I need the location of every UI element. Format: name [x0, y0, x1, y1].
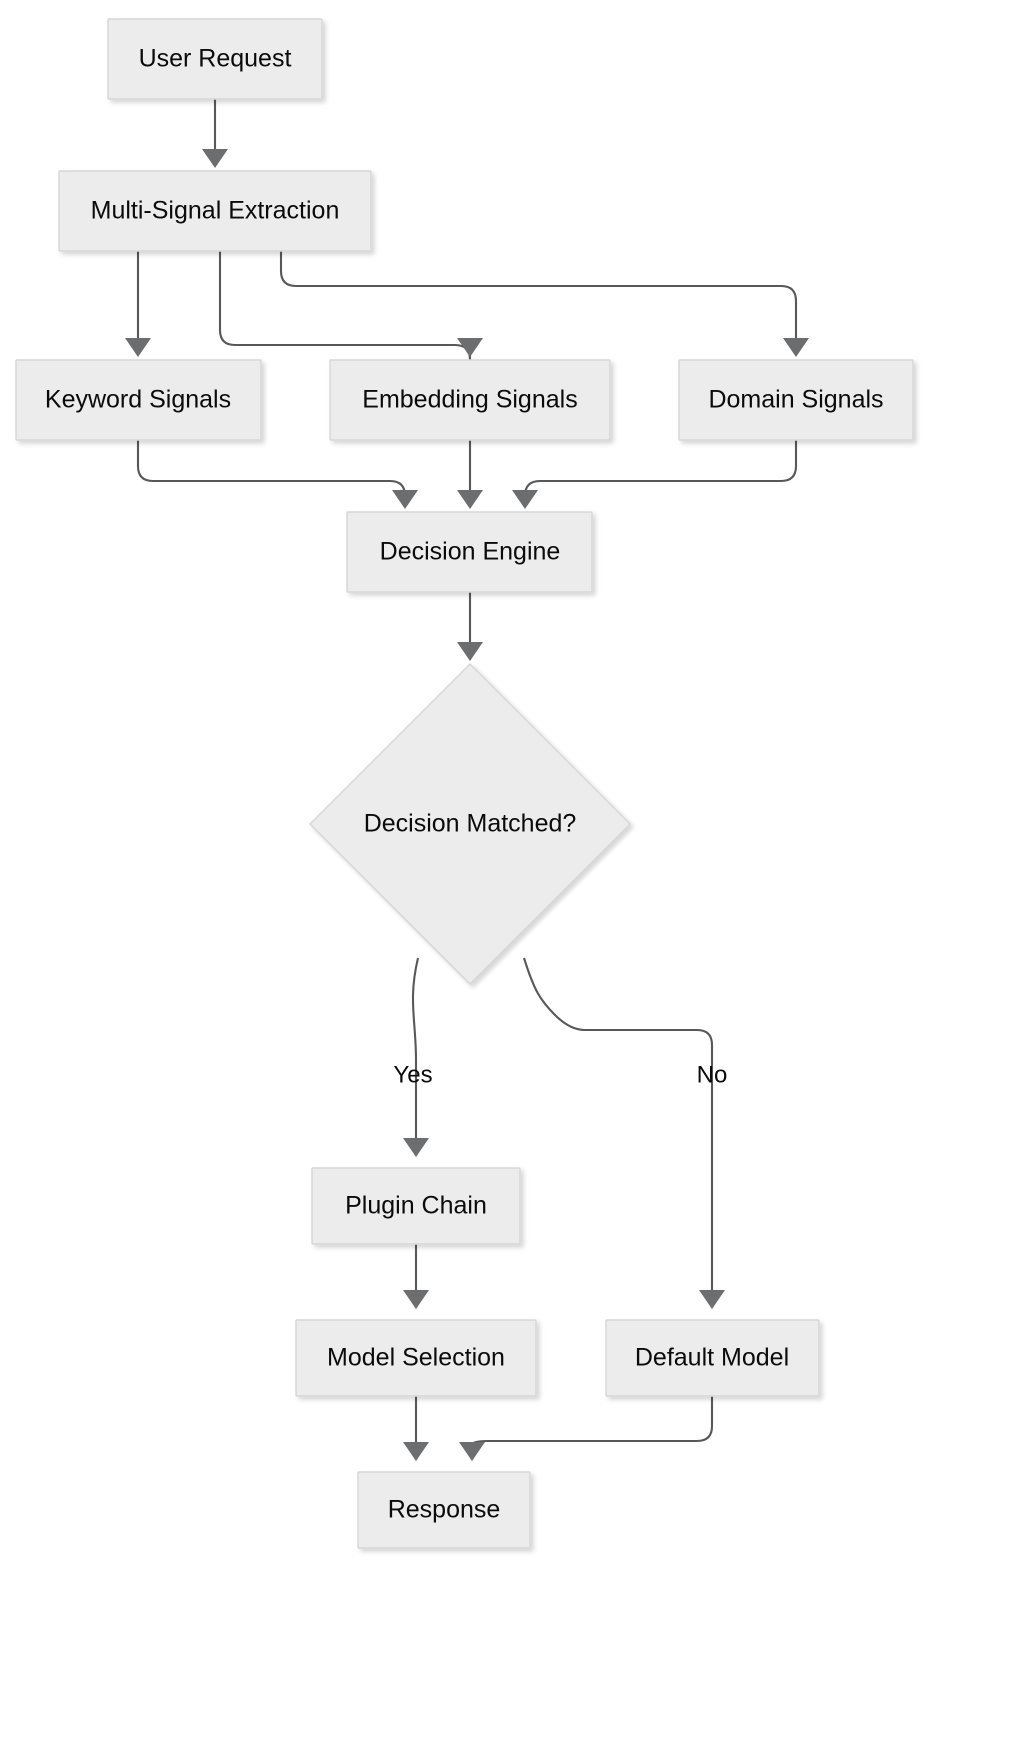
- node-rect[interactable]: [58, 170, 372, 252]
- node-rect[interactable]: [311, 1167, 521, 1245]
- edge-arrowhead: [403, 1290, 429, 1309]
- flow-edge: [403, 957, 429, 1157]
- flow-edge: [279, 251, 809, 357]
- node-rect[interactable]: [346, 511, 593, 593]
- node-rect[interactable]: [295, 1319, 537, 1397]
- edge-label-yes: Yes: [393, 1061, 432, 1088]
- edge-line: [470, 1396, 714, 1446]
- edge-arrowhead: [783, 338, 809, 357]
- edge-line: [522, 957, 714, 1293]
- flow-edge: [512, 440, 798, 509]
- node-diamond[interactable]: [309, 663, 631, 985]
- flow-edge: [202, 99, 228, 168]
- edge-arrowhead: [125, 338, 151, 357]
- flow-node-decision-engine[interactable]: Decision Engine: [346, 511, 593, 593]
- edge-line: [279, 251, 798, 341]
- flow-node-keyword-signals[interactable]: Keyword Signals: [15, 359, 262, 441]
- flow-node-domain-signals[interactable]: Domain Signals: [678, 359, 914, 441]
- edge-arrowhead: [457, 338, 483, 357]
- edge-line: [523, 440, 798, 498]
- flow-node-decision-matched[interactable]: Decision Matched?: [309, 663, 631, 985]
- flow-node-model-selection[interactable]: Model Selection: [295, 1319, 537, 1397]
- edge-arrowhead: [403, 1442, 429, 1461]
- edge-line: [218, 251, 472, 362]
- edges-layer: [125, 99, 809, 1461]
- node-rect[interactable]: [329, 359, 611, 441]
- flow-edge: [403, 1396, 429, 1461]
- edge-arrowhead: [512, 490, 538, 509]
- flow-node-plugin-chain[interactable]: Plugin Chain: [311, 1167, 521, 1245]
- node-rect[interactable]: [678, 359, 914, 441]
- flow-edge: [403, 1244, 429, 1309]
- edge-arrowhead: [392, 490, 418, 509]
- flow-edge: [218, 251, 483, 362]
- node-rect[interactable]: [357, 1471, 531, 1549]
- edge-arrowhead: [457, 490, 483, 509]
- flow-node-embedding-signals[interactable]: Embedding Signals: [329, 359, 611, 441]
- node-rect[interactable]: [107, 18, 323, 100]
- flow-edge: [457, 592, 483, 661]
- node-rect[interactable]: [15, 359, 262, 441]
- flow-edge: [457, 440, 483, 509]
- edge-arrowhead: [457, 642, 483, 661]
- flow-node-response[interactable]: Response: [357, 1471, 531, 1549]
- flow-edge: [522, 957, 725, 1309]
- edge-arrowhead: [202, 149, 228, 168]
- edge-arrowhead: [403, 1138, 429, 1157]
- flow-node-default-model[interactable]: Default Model: [605, 1319, 820, 1397]
- edge-line: [411, 957, 420, 1141]
- flow-edge: [125, 251, 151, 357]
- flow-node-multi-signal-extraction[interactable]: Multi-Signal Extraction: [58, 170, 372, 252]
- edge-line: [136, 440, 407, 498]
- edge-arrowhead: [699, 1290, 725, 1309]
- edge-arrowhead: [459, 1442, 485, 1461]
- flow-edge: [136, 440, 418, 509]
- node-rect[interactable]: [605, 1319, 820, 1397]
- flow-edge: [459, 1396, 714, 1461]
- flow-node-user-request[interactable]: User Request: [107, 18, 323, 100]
